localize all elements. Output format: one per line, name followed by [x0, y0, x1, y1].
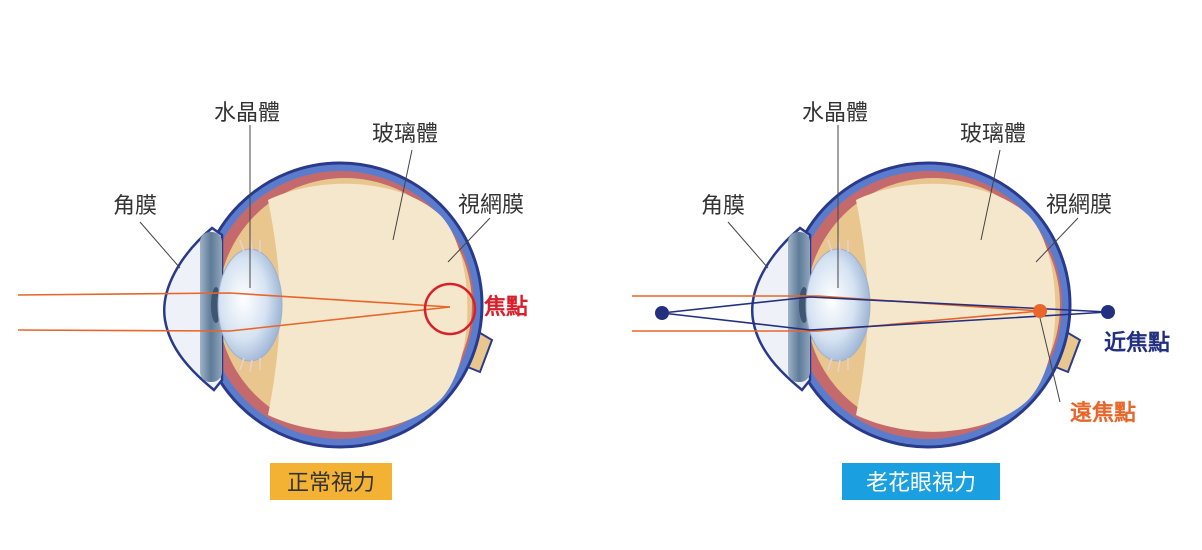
near-focus-dot [1101, 305, 1115, 319]
presbyopia-eye: 角膜 水晶體 玻璃體 視網膜 近焦點 遠焦點 老花眼視力 [632, 101, 1170, 500]
label-vitreous: 玻璃體 [372, 122, 438, 147]
far-focus-dot [1033, 304, 1047, 318]
vitreous-leader [980, 149, 1001, 241]
caption-normal: 正常視力 [287, 471, 375, 496]
light-rays [17, 292, 451, 332]
eye-illustration [162, 161, 494, 449]
label-focus: 焦點 [483, 294, 528, 320]
focus-circle [423, 282, 477, 336]
retina-leader [447, 217, 491, 263]
vitreous-leader [392, 149, 413, 241]
label-cornea: 角膜 [701, 194, 745, 219]
label-retina: 視網膜 [1046, 193, 1112, 218]
near-ray-lower [661, 311, 1109, 331]
far-ray-lower [632, 310, 1041, 332]
cornea-leader [139, 221, 181, 269]
far-focus-leader [1039, 317, 1061, 403]
label-far-focus: 遠焦點 [1070, 400, 1136, 426]
label-cornea: 角膜 [113, 194, 157, 219]
retina-leader [1035, 217, 1079, 263]
label-near-focus: 近焦點 [1104, 330, 1170, 356]
label-lens: 水晶體 [214, 101, 280, 126]
far-ray-upper [632, 295, 1041, 312]
label-vitreous: 玻璃體 [960, 122, 1026, 147]
eye-illustration [750, 161, 1082, 449]
cornea-leader [727, 221, 769, 269]
caption-box-presbyopia [842, 463, 1000, 500]
label-lens: 水晶體 [802, 101, 868, 126]
near-ray-upper [661, 296, 1109, 314]
light-rays [632, 295, 1109, 332]
normal-eye: 角膜 水晶體 玻璃體 視網膜 焦點 正常視力 [17, 101, 528, 500]
label-retina: 視網膜 [458, 193, 524, 218]
near-object-dot [655, 306, 669, 320]
caption-presbyopia: 老花眼視力 [866, 471, 976, 496]
ray-upper [17, 292, 451, 308]
ray-lower [17, 306, 451, 332]
caption-box-normal [270, 463, 392, 500]
